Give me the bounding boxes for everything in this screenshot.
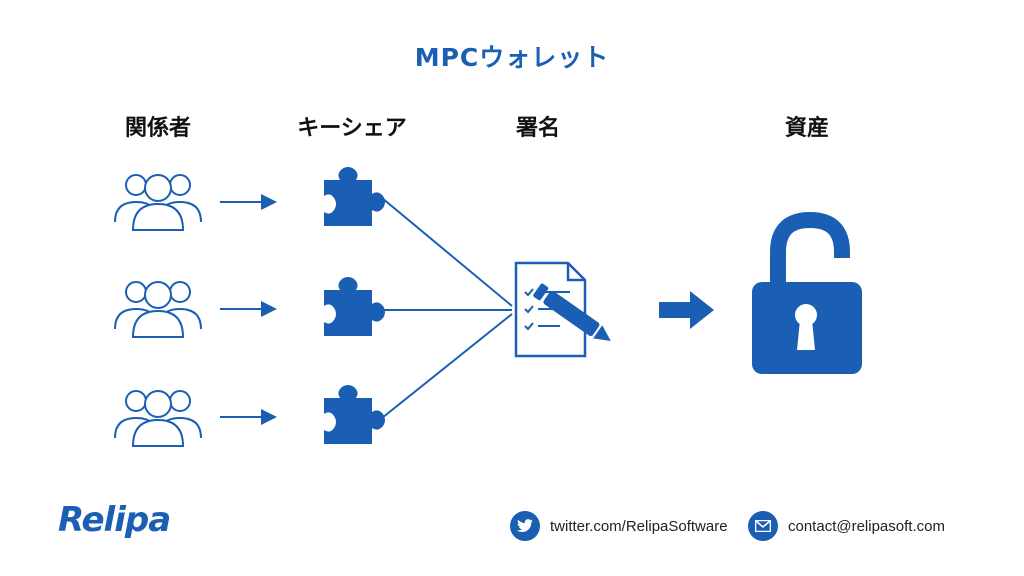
stakeholder-group-1-icon [114, 174, 202, 231]
twitter-contact[interactable]: twitter.com/RelipaSoftware [510, 511, 728, 541]
stakeholder-group-2-icon [114, 281, 202, 338]
email-contact[interactable]: contact@relipasoft.com [748, 511, 945, 541]
email-address[interactable]: contact@relipasoft.com [788, 517, 945, 535]
unlocked-padlock-icon [752, 211, 862, 374]
twitter-handle[interactable]: twitter.com/RelipaSoftware [550, 517, 728, 535]
converge-line-3 [381, 313, 513, 419]
column-heading-signature: 署名 [515, 116, 560, 141]
twitter-icon [510, 511, 540, 541]
key-share-2-icon [324, 277, 385, 336]
relipa-logo: Relipa [58, 500, 171, 540]
key-share-3-icon [324, 385, 385, 444]
stakeholder-group-3-icon [114, 390, 202, 447]
column-heading-key-share: キーシェア [297, 116, 407, 141]
big-arrow-icon [659, 291, 714, 329]
column-heading-stakeholders: 関係者 [124, 116, 191, 141]
key-share-1-icon [324, 167, 385, 226]
signed-document-icon [514, 261, 611, 358]
converge-line-1 [381, 197, 513, 307]
diagram-title: MPCウォレット [414, 43, 610, 72]
email-icon [748, 511, 778, 541]
column-heading-assets: 資産 [784, 116, 829, 141]
